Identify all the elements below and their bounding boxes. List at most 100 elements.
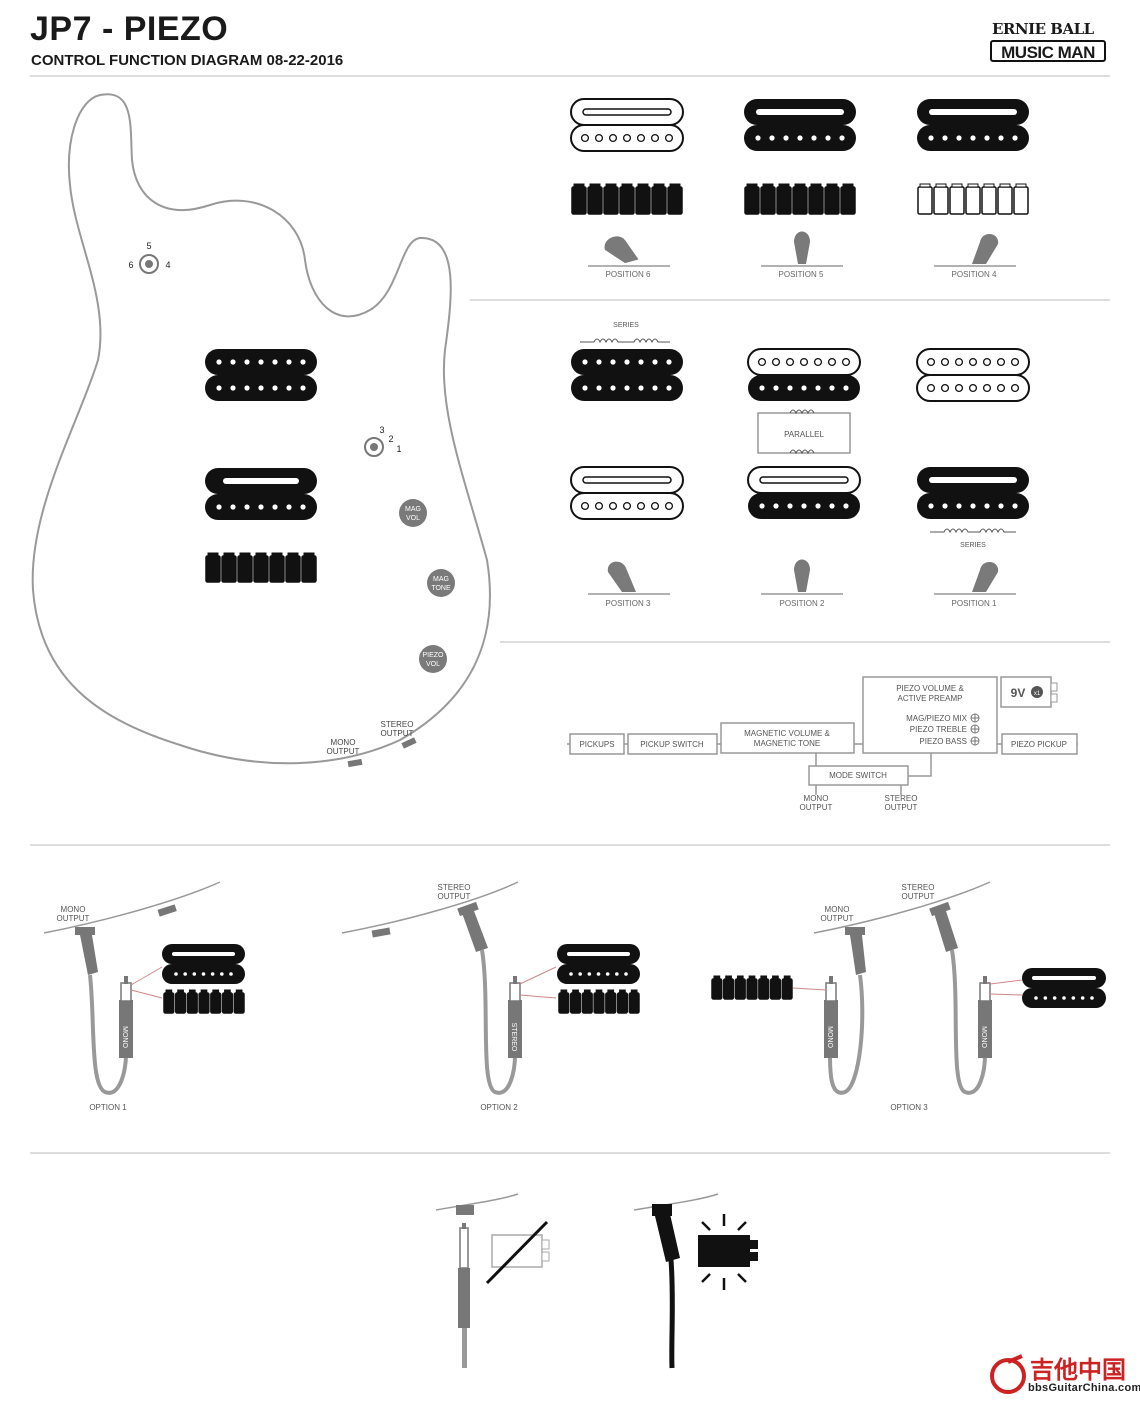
piezo-saddle: [933, 186, 949, 215]
piezo-saddle-top: [951, 183, 963, 188]
piezo-saddle: [651, 186, 667, 215]
pole-piece: [664, 133, 674, 143]
svg-text:VOL: VOL: [406, 515, 420, 522]
pole-piece: [244, 385, 250, 391]
pole-piece: [827, 357, 837, 367]
pole-piece: [608, 501, 618, 511]
piezo-saddle: [210, 992, 222, 1014]
piezo-saddle: [711, 978, 723, 1000]
piezo-saddle: [285, 555, 301, 583]
switch-label-6: 6: [128, 260, 133, 270]
series-label-top: SERIES: [613, 322, 639, 329]
pole-piece: [799, 357, 809, 367]
piezo-saddle-top: [188, 989, 196, 994]
piezo-saddle-top: [746, 183, 758, 188]
piezo-saddle-top: [572, 989, 579, 994]
piezo-saddle: [205, 555, 221, 583]
pole-piece: [580, 133, 590, 143]
position-switch-lower[interactable]: 3 2 1: [364, 425, 402, 457]
svg-text:OUTPUT: OUTPUT: [327, 747, 360, 756]
option-3-mono-label-b: MONO: [980, 1026, 987, 1048]
pole-piece: [610, 385, 616, 391]
piezo-saddle: [760, 186, 776, 215]
pole-piece: [636, 133, 646, 143]
flow-preamp-box: PIEZO VOLUME & ACTIVE PREAMP MAG/PIEZO M…: [862, 676, 998, 754]
piezo-saddle: [965, 186, 981, 215]
pole-piece: [773, 503, 779, 509]
pole-piece: [815, 385, 821, 391]
piezo-saddle-top: [619, 989, 626, 994]
battery-glow-icon: [701, 1214, 747, 1290]
parallel-label: PARALLEL: [784, 430, 824, 439]
pole-piece: [757, 357, 767, 367]
pole-piece: [244, 359, 250, 365]
svg-text:PIEZO PICKUP: PIEZO PICKUP: [1011, 740, 1067, 749]
pole-piece: [272, 504, 278, 510]
pole-piece: [759, 385, 765, 391]
position-switch-upper[interactable]: 5 6 4: [128, 241, 171, 274]
pole-piece: [258, 504, 264, 510]
pole-piece: [638, 359, 644, 365]
pole-piece: [650, 501, 660, 511]
pole-piece: [970, 503, 976, 509]
piezo-saddle: [997, 186, 1013, 215]
pole-piece: [652, 385, 658, 391]
svg-text:MAG: MAG: [433, 576, 449, 583]
pole-piece: [1062, 996, 1066, 1000]
pole-piece: [797, 135, 803, 141]
pole-piece: [984, 503, 990, 509]
flow-battery: 9V x1: [1000, 676, 1058, 708]
pos4-piezo: [917, 183, 1029, 215]
pole-piece: [624, 359, 630, 365]
pole-piece: [996, 383, 1006, 393]
switch-label-2: 2: [388, 434, 393, 444]
pole-piece: [970, 135, 976, 141]
piezo-saddle-top: [669, 183, 681, 188]
pole-piece: [841, 357, 851, 367]
pole-piece: [1034, 996, 1038, 1000]
piezo-saddle: [781, 978, 793, 1000]
mag-tone-knob[interactable]: MAG TONE: [427, 569, 455, 597]
pole-piece: [982, 383, 992, 393]
label-position-2: POSITION 2: [780, 599, 825, 608]
pole-piece: [201, 972, 206, 976]
piezo-saddle: [587, 186, 603, 215]
pole-piece: [771, 357, 781, 367]
piezo-saddle: [253, 555, 269, 583]
pole-piece: [624, 385, 630, 391]
piezo-saddle-top: [826, 183, 838, 188]
piezo-saddle-top: [653, 183, 665, 188]
series-label-bottom: SERIES: [960, 542, 986, 549]
mag-volume-knob[interactable]: MAG VOL: [399, 499, 427, 527]
svg-text:TONE: TONE: [431, 585, 451, 592]
pole-piece: [940, 383, 950, 393]
pole-piece: [956, 503, 962, 509]
label-position-6: POSITION 6: [606, 270, 651, 279]
option-1-label: OPTION 1: [89, 1103, 127, 1112]
pole-piece: [773, 385, 779, 391]
option-2-piezo: [558, 989, 640, 1014]
lever-position-1: POSITION 1: [934, 561, 1016, 608]
piezo-saddle: [581, 992, 593, 1014]
piezo-volume-knob[interactable]: PIEZO VOL: [419, 645, 447, 673]
watermark: 吉他中国 bbsGuitarChina.com: [988, 1352, 1140, 1398]
battery-on-illustration: [633, 1193, 758, 1369]
pole-piece: [811, 135, 817, 141]
piezo-saddle: [667, 186, 683, 215]
piezo-saddle: [571, 186, 587, 215]
pole-piece: [216, 504, 222, 510]
pole-piece: [783, 135, 789, 141]
piezo-saddle: [619, 186, 635, 215]
switch-label-5: 5: [146, 241, 151, 251]
pos3-bridge-humbucker: [570, 466, 684, 520]
pole-piece: [220, 972, 224, 976]
piezo-saddle-top: [235, 989, 243, 994]
series-coil-top: [580, 338, 670, 344]
pole-piece: [1012, 503, 1018, 509]
piezo-saddle-top: [783, 975, 791, 980]
piezo-saddle: [758, 978, 770, 1000]
pole-piece: [578, 972, 582, 976]
pole-piece: [624, 972, 628, 976]
body-piezo-saddles: [205, 552, 317, 583]
